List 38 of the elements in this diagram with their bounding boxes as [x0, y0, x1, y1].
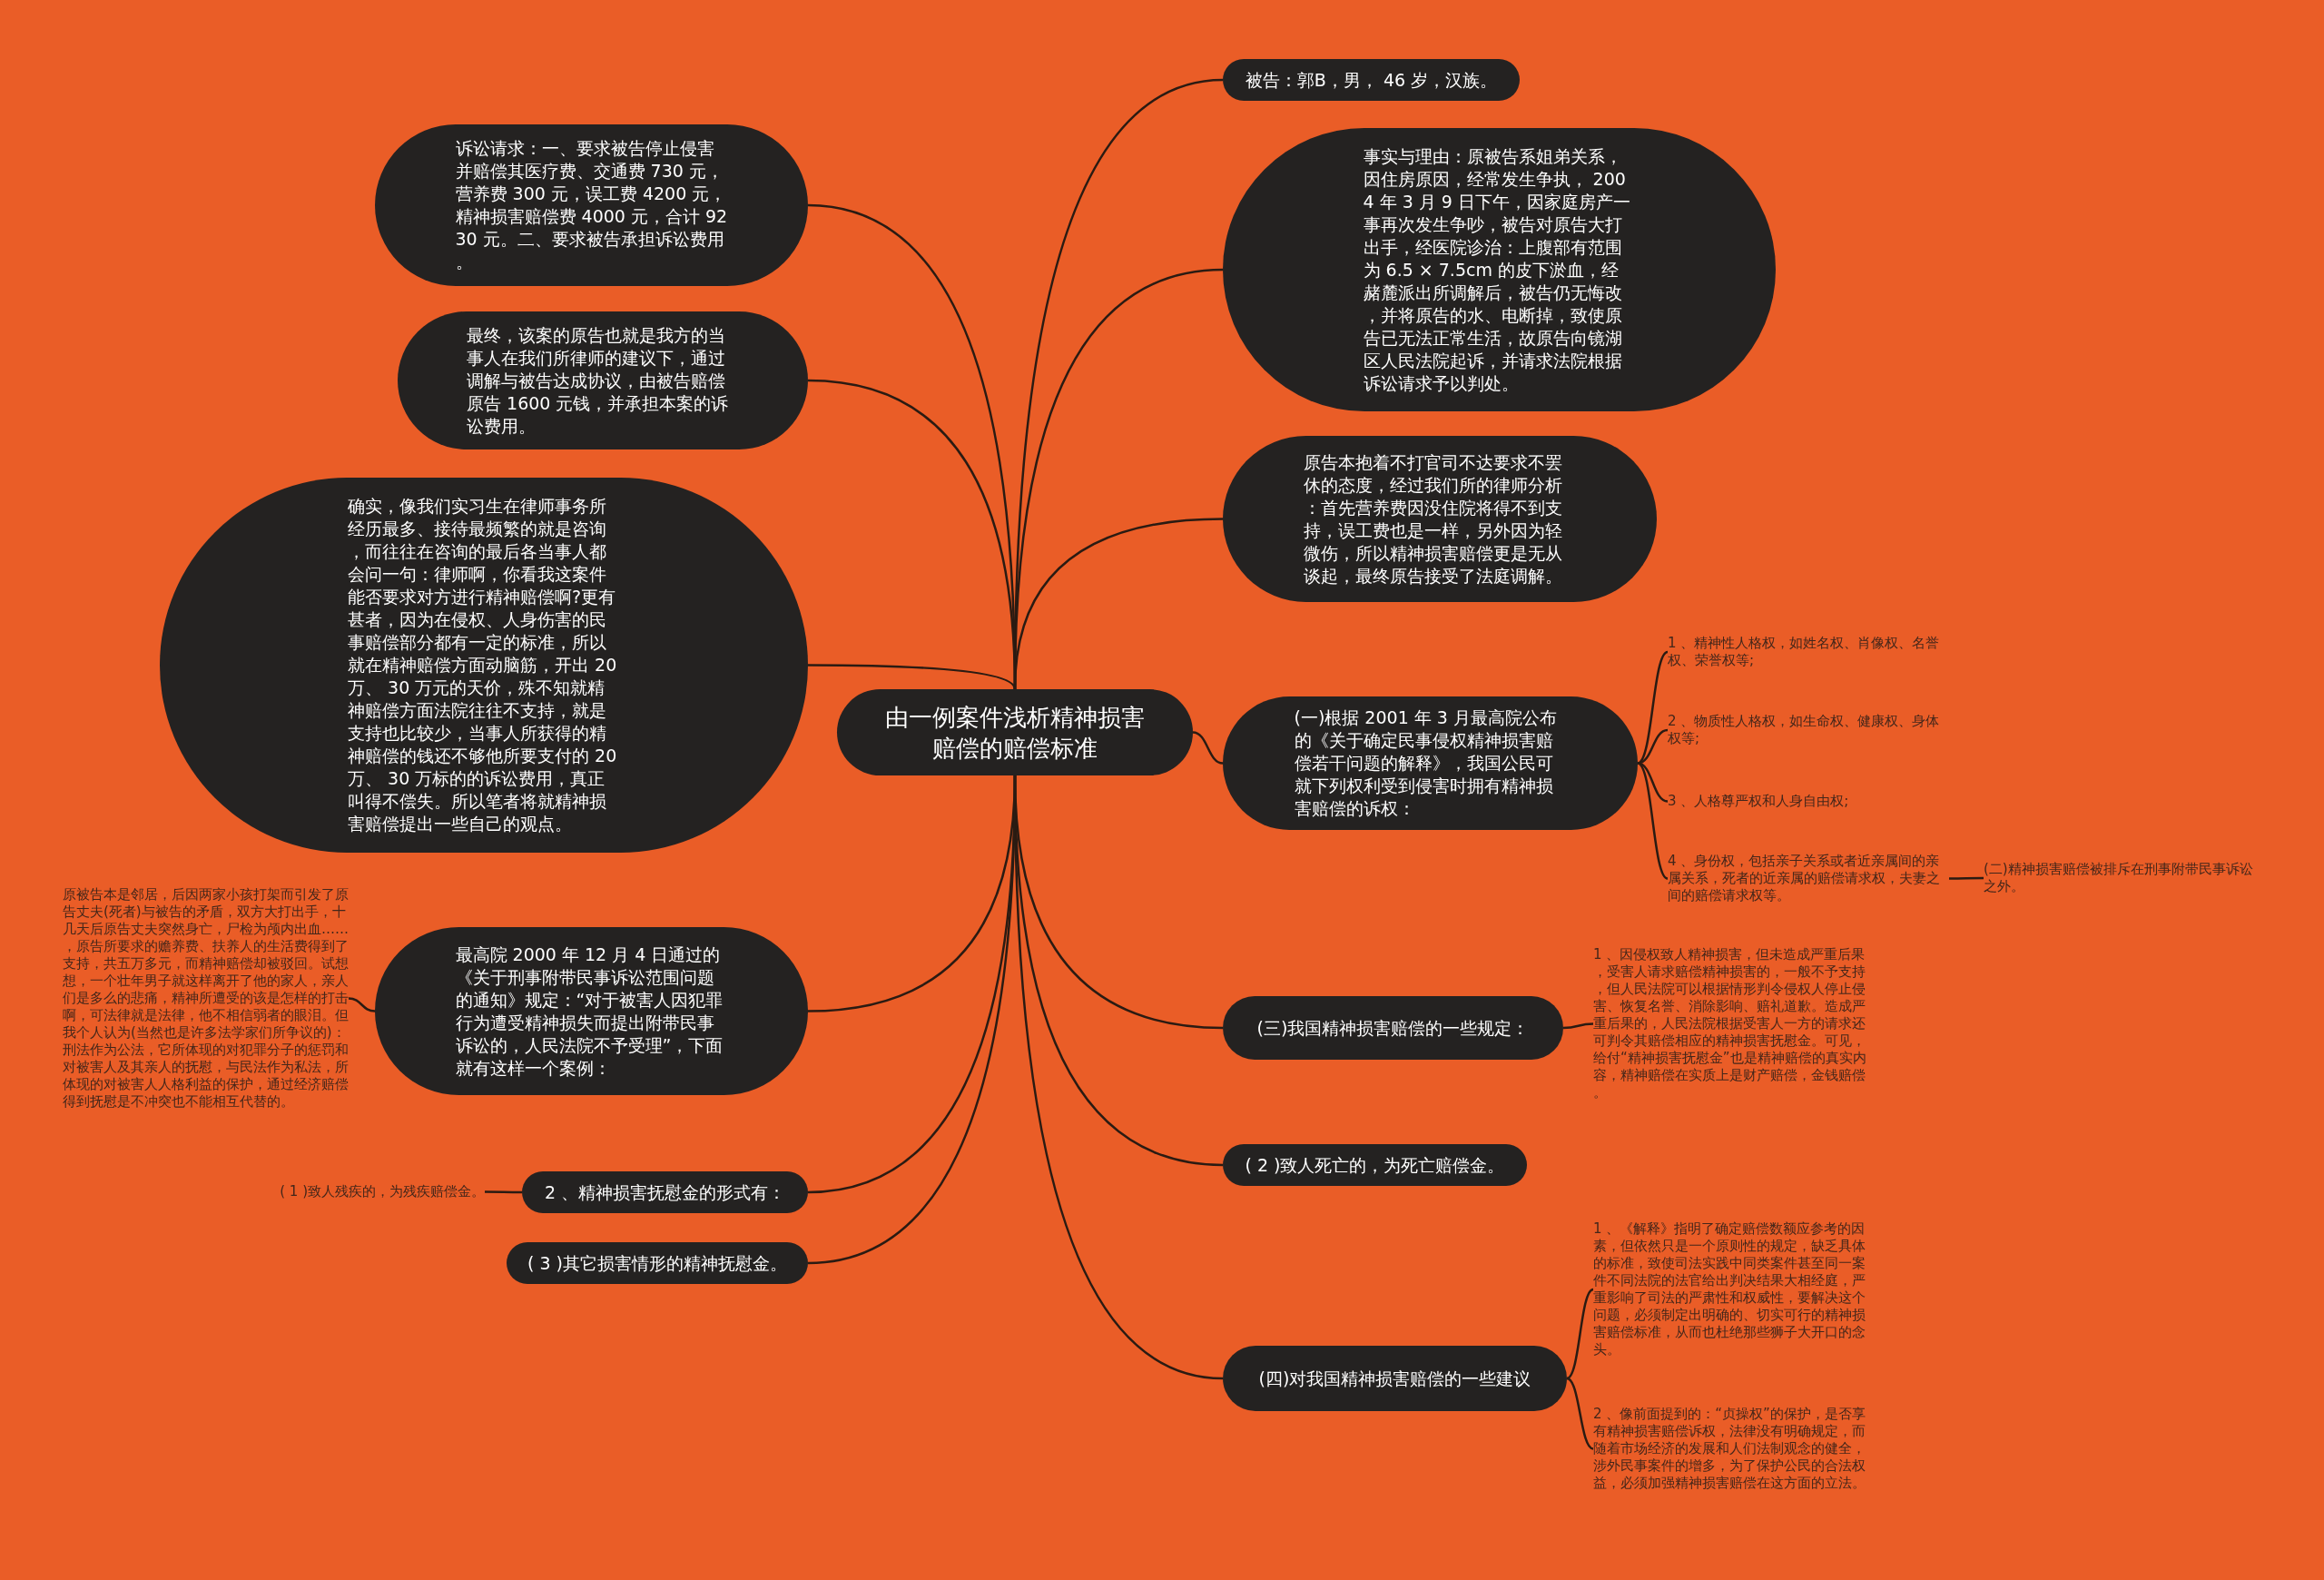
topic-text: 确实，像我们实习生在律师事务所经历最多、接待最频繁的就是咨询，而往往在咨询的最后各当事人都会问一句：律师啊，你看我这案件能否要求对方进行精神赔偿啊?更有甚者，因为在侵权、人身伤害的民事赔偿部分都有一定的标准，所以就在精神赔偿方面动脑筋，开出 20 万、 30 万元的天价，殊不知就精神赔偿方面法院往往不支持，就是支持也比较少，当事人所获得的精神赔偿的钱还不够他所要支付的 20 万、 30 万标的的诉讼费用，真正叫得不偿失。所以笔者将就精神损害赔偿提出一些自己的观点。	[348, 495, 618, 835]
note-text: 2 、像前面提到的：“贞操权”的保护，是否享有精神损害赔偿诉权，法律没有明确规定，而随着市场经济的发展和人们法制观念的健全，涉外民事案件的增多，为了保护公民的合法权益，必须加强精神损害赔偿在这方面的立法。	[1593, 1406, 1875, 1492]
topic-text: (一)根据 2001 年 3 月最高院公布的《关于确定民事侵权精神损害赔偿若干问题的解释》，我国公民可就下列权利受到侵害时拥有精神损害赔偿的诉权：	[1294, 706, 1558, 820]
connector-line	[1192, 731, 1224, 765]
topic-text: 最高院 2000 年 12 月 4 日通过的《关于刑事附带民事诉讼范围问题的通知》规定：“对于被害人因犯罪行为遭受精神损失而提出附带民事诉讼的，人民法院不予受理”，下面就有这样一个案例：	[455, 943, 724, 1080]
topic-text: ( 3 )其它损害情形的精神抚慰金。	[527, 1251, 787, 1275]
note-text: ( 1 )致人残疾的，为残疾赔偿金。	[280, 1183, 485, 1200]
topic-pill	[1223, 1144, 1527, 1186]
topic-text: ( 2 )致人死亡的，为死亡赔偿金。	[1245, 1153, 1505, 1177]
topic-text: (三)我国精神损害赔偿的一些规定：	[1256, 1016, 1530, 1040]
topic-text: 原告本抱着不打官司不达要求不罢休的态度，经过我们所的律师分析：首先营养费因没住院将得不到支持，误工费也是一样，另外因为轻微伤，所以精神损害赔偿更是无从谈起，最终原告接受了法庭调解。	[1304, 450, 1563, 588]
note-text: 1 、因侵权致人精神损害，但未造成严重后果，受害人请求赔偿精神损害的，一般不予支持，但人民法院可以根据情形判令侵权人停止侵害、恢复名誉、消除影响、赔礼道歉。造成严重后果的，人民法院根据受害人一方的请求还可判令其赔偿相应的精神损害抚慰金。可见，给付“精神损害抚慰金”也是精神赔偿的真实内容，精神赔偿在实质上是财产赔偿，金钱赔偿。	[1593, 946, 1875, 1101]
topic-text: 事实与理由：原被告系姐弟关系，因住房原因，经常发生争执， 2004 年 3 月 9 日下午，因家庭房产一事再次发生争吵，被告对原告大打出手，经医院诊治：上腹部有范围为 6.5 × 7.5cm 的皮下淤血，经赭麓派出所调解后，被告仍无悔改，并将原告的水、电断掉，致使原告已无法正常生活，故原告向镜湖区人民法院起诉，并请求法院根据诉讼请求予以判处。	[1363, 144, 1631, 395]
connector-line	[1949, 876, 1984, 880]
connector-line	[1637, 762, 1669, 880]
note-text: 1 、精神性人格权，如姓名权、肖像权、名誉权、荣誉权等;	[1668, 635, 1949, 669]
topic-pill	[507, 1242, 808, 1284]
note-text: (二)精神损害赔偿被排斥在刑事附带民事诉讼之外。	[1984, 861, 2260, 895]
note-text: 4 、身份权，包括亲子关系或者近亲属间的亲属关系，死者的近亲属的赔偿请求权，夫妻之间的赔偿请求权等。	[1668, 853, 1949, 904]
central-topic-text: 由一例案件浅析精神损害赔偿的赔偿标准	[884, 702, 1146, 764]
note-text: 3 、人格尊严权和人身自由权;	[1668, 793, 1849, 810]
connector-line	[1566, 1288, 1594, 1380]
connector-line	[1637, 650, 1669, 765]
note-text: 2 、物质性人格权，如生命权、健康权、身体权等;	[1668, 713, 1949, 747]
topic-text: 最终，该案的原告也就是我方的当事人在我们所律师的建议下，通过调解与被告达成协议，由被告赔偿原告 1600 元钱，并承担本案的诉讼费用。	[467, 323, 730, 438]
topic-text: (四)对我国精神损害赔偿的一些建议	[1258, 1367, 1531, 1390]
connector-line	[1562, 1022, 1594, 1030]
topic-pill	[522, 1171, 808, 1213]
connector-line	[1566, 1377, 1594, 1450]
note-text: 原被告本是邻居，后因两家小孩打架而引发了原告丈夫(死者)与被告的矛盾，双方大打出手，十几天后原告丈夫突然身亡，尸检为颅内出血……，原告所要求的赡养费、扶养人的生活费得到了支持，共五万多元，而精神赔偿却被驳回。试想想，一个壮年男子就这样离开了他的家人，亲人们是多么的悲痛，精神所遭受的该是怎样的打击啊，可法律就是法律，他不相信弱者的眼泪。但我个人认为(当然也是许多法学家们所争议的)：刑法作为公法，它所体现的对犯罪分子的惩罚和对被害人及其亲人的抚慰，与民法作为私法，所体现的对被害人人格利益的保护，通过经济赔偿得到抚慰是不冲突也不能相互代替的。	[63, 886, 349, 1111]
topic-pill	[1223, 59, 1520, 101]
topic-text: 被告：郭B，男， 46 岁，汉族。	[1245, 68, 1498, 92]
note-text: 1 、《解释》指明了确定赔偿数额应参考的因素，但依然只是一个原则性的规定，缺乏具体的标准，致使司法实践中同类案件甚至同一案件不同法院的法官给出判决结果大相经庭，严重影响了司法的严肃性和权威性，要解决这个问题，必须制定出明确的、切实可行的精神损害赔偿标准，从而也杜绝那些狮子大开口的念头。	[1593, 1220, 1875, 1358]
topic-text: 2 、精神损害抚慰金的形式有：	[544, 1180, 786, 1204]
connector-line	[348, 997, 376, 1012]
connector-line	[808, 664, 1017, 690]
topic-text: 诉讼请求：一、要求被告停止侵害并赔偿其医疗费、交通费 730 元，营养费 300 元，误工费 4200 元，精神损害赔偿费 4000 元，合计 9230 元。二、要求被告承担诉讼费用。	[455, 137, 728, 273]
connector-line	[485, 1190, 522, 1194]
